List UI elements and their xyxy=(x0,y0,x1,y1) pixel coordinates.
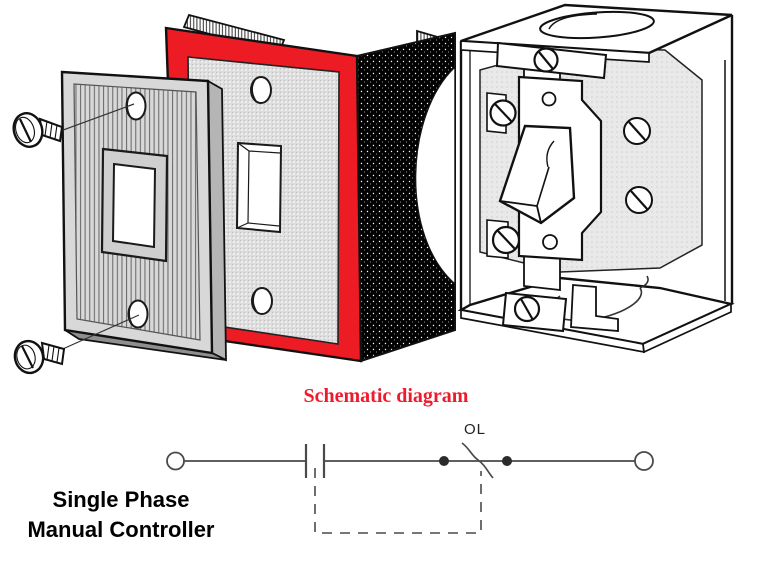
device-caption: Single Phase Manual Controller xyxy=(8,485,234,545)
switch-top-screw-slot xyxy=(538,51,554,70)
mounting-screw-top xyxy=(12,103,135,148)
screw-head-rim xyxy=(16,344,36,370)
screw-threads xyxy=(44,120,58,140)
screw-head xyxy=(13,339,45,375)
overload-label: OL xyxy=(463,421,486,438)
cover-hole-bottom xyxy=(251,287,273,315)
screw-slot xyxy=(19,118,32,143)
overload-element-curve xyxy=(461,442,494,479)
box-bottom-front-edge-right xyxy=(642,302,732,354)
box-lid-hole-inner-arc xyxy=(548,13,598,30)
plate-hole-bottom xyxy=(127,299,149,329)
screw-head xyxy=(12,112,44,148)
screw-leader-line xyxy=(55,314,140,353)
plate-window-hole xyxy=(111,162,157,249)
schematic-diagram xyxy=(166,442,654,534)
switch-side-screw-upper-slot xyxy=(494,103,513,123)
cover-hole-bottom-crescent xyxy=(252,290,258,313)
box-screw-upper-slot xyxy=(628,121,647,142)
plate-hole-top xyxy=(125,91,147,121)
right-terminal xyxy=(634,451,654,471)
box-bottom-knockout-hook xyxy=(639,275,649,289)
cover-hole-top-crescent xyxy=(251,79,257,102)
switch-face-hole-bottom xyxy=(542,234,558,250)
device-caption-line2: Manual Controller xyxy=(27,517,215,542)
schematic-title: Schematic diagram xyxy=(303,385,469,407)
screw-threads xyxy=(46,344,60,363)
screw-head-rim xyxy=(14,116,36,144)
plate-hole-bottom-crescent xyxy=(128,302,134,327)
node-dot-left xyxy=(439,456,449,466)
switch-face-hole-top xyxy=(541,91,557,107)
device-caption-line1: Single Phase xyxy=(52,487,190,512)
switch-foot-right-bracket xyxy=(570,284,619,332)
box-screw-lower-slot xyxy=(630,190,649,211)
toggle-switch xyxy=(486,41,619,333)
mounting-screw-bottom xyxy=(13,314,140,375)
switch-side-screw-lower-slot xyxy=(497,230,516,250)
switch-foot-screw-slot xyxy=(520,298,534,321)
screw-slot xyxy=(21,345,34,369)
toggle-lever-front-crease xyxy=(536,166,550,207)
cover-plate xyxy=(60,70,227,362)
left-terminal xyxy=(166,451,185,471)
mechanical-linkage-dashed xyxy=(314,468,482,534)
cover-switch-window xyxy=(235,141,283,234)
cover-side-highlight xyxy=(414,65,456,286)
cover-switch-window-bevel xyxy=(236,142,281,229)
box-lid-hole xyxy=(539,10,655,40)
toggle-lever-curve xyxy=(546,140,555,168)
toggle-lever xyxy=(498,124,576,225)
screw-leader-line xyxy=(54,103,135,134)
node-dot-right xyxy=(502,456,512,466)
cover-hole-top xyxy=(250,76,272,104)
